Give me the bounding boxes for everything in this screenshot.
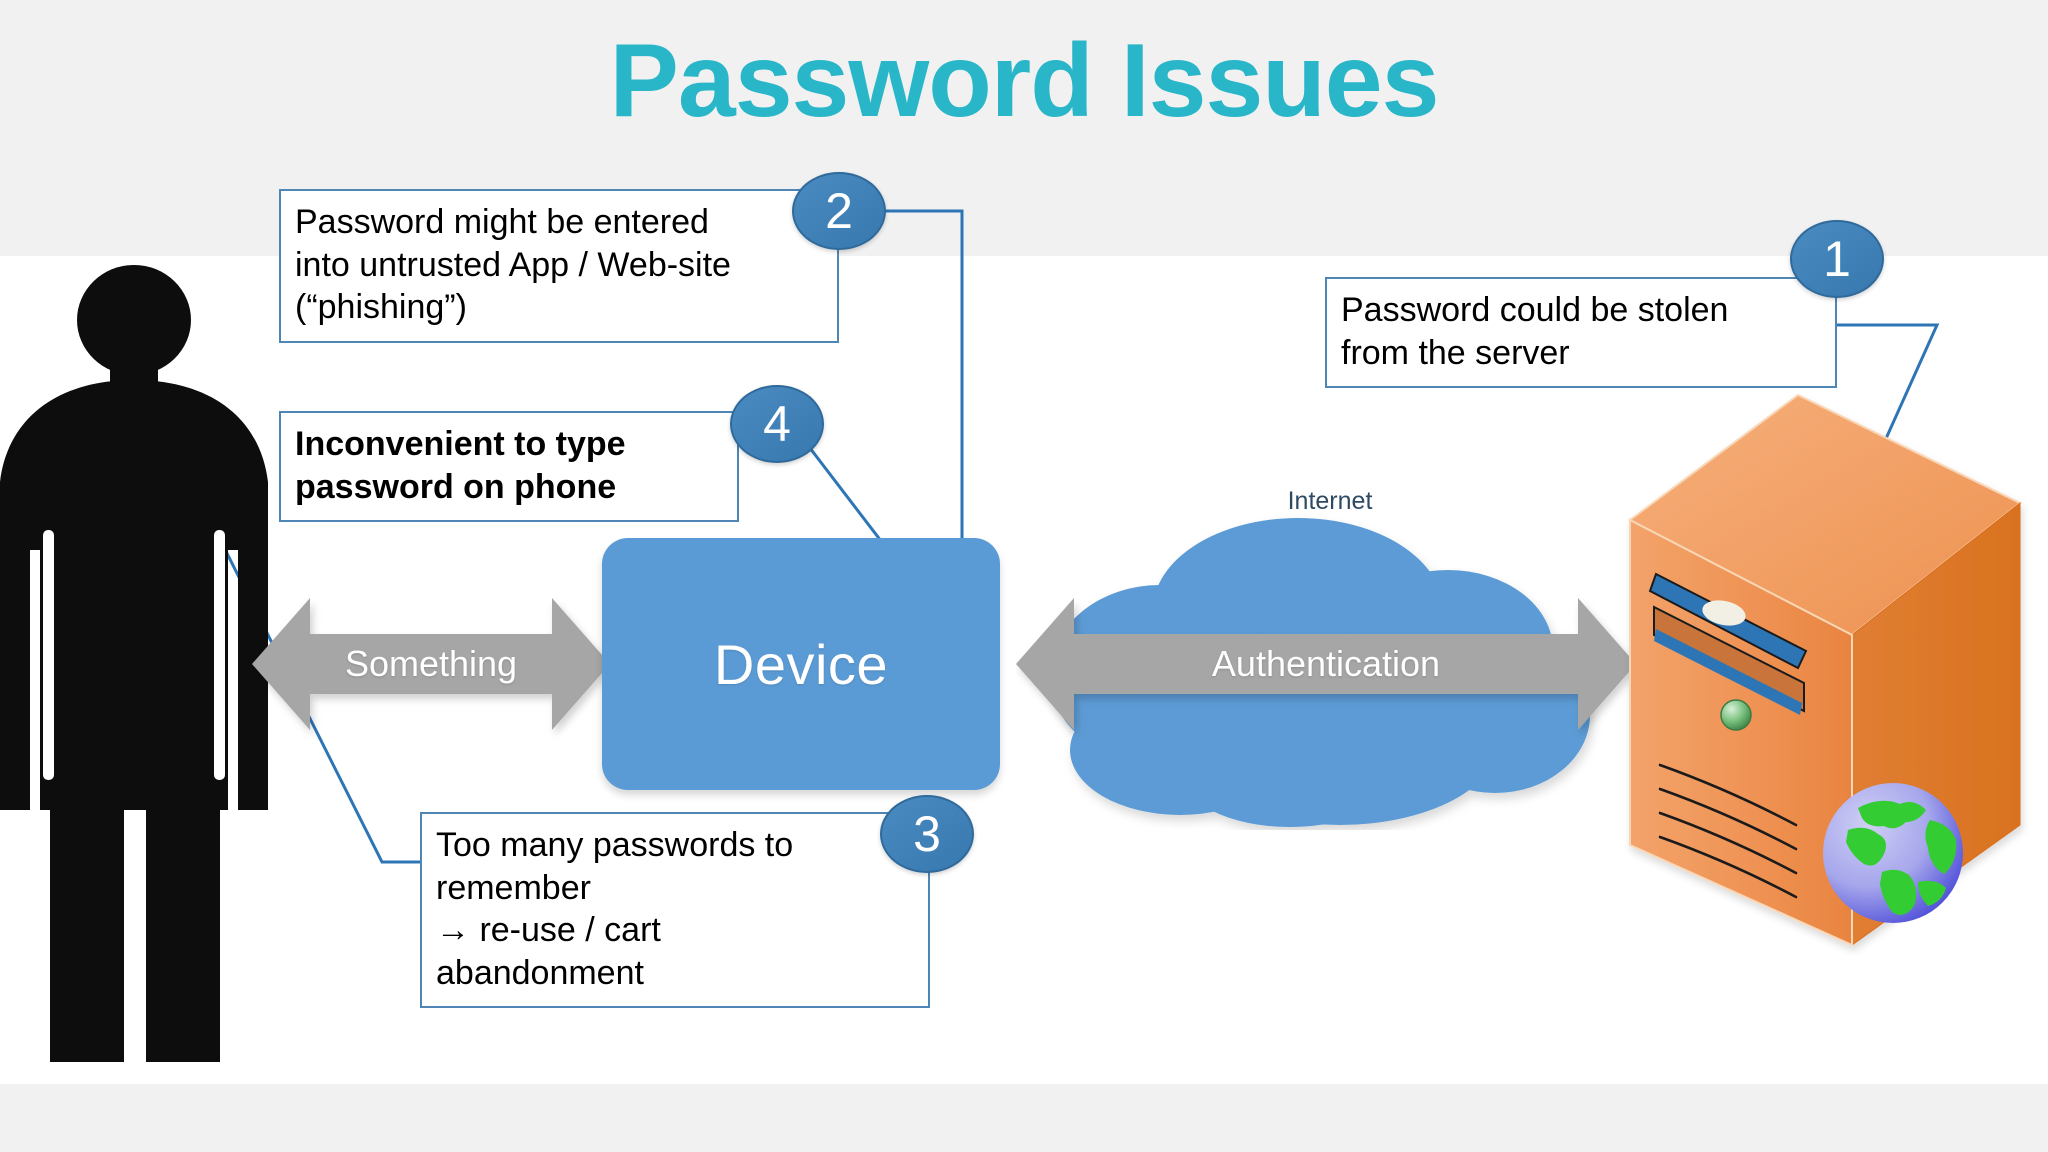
badge-3[interactable]: 3 bbox=[880, 795, 974, 873]
badge-4[interactable]: 4 bbox=[730, 385, 824, 463]
device-box[interactable]: Device bbox=[602, 538, 1000, 790]
bottom-background-band bbox=[0, 1084, 2048, 1152]
callout-box-3[interactable]: Too many passwords to remember → re-use … bbox=[420, 812, 930, 1008]
connector-callout-2 bbox=[839, 209, 964, 560]
device-label: Device bbox=[713, 632, 889, 696]
globe-icon bbox=[1823, 783, 1963, 923]
callout-box-1[interactable]: Password could be stolen from the server bbox=[1325, 277, 1837, 388]
person-silhouette-icon bbox=[0, 265, 268, 1065]
callout-box-2[interactable]: Password might be entered into untrusted… bbox=[279, 189, 839, 343]
internet-label: Internet bbox=[1287, 487, 1373, 515]
badge-2[interactable]: 2 bbox=[792, 172, 886, 250]
page-title: Password Issues bbox=[609, 23, 1440, 139]
arrow-something bbox=[252, 598, 610, 730]
callout-box-4[interactable]: Inconvenient to type password on phone bbox=[279, 411, 739, 522]
badge-1[interactable]: 1 bbox=[1790, 220, 1884, 298]
arrow-authentication bbox=[1016, 598, 1636, 730]
arrow-something-label: Something bbox=[344, 643, 518, 684]
arrow-authentication-label: Authentication bbox=[1211, 643, 1441, 684]
server-tower-icon bbox=[1628, 393, 2022, 947]
